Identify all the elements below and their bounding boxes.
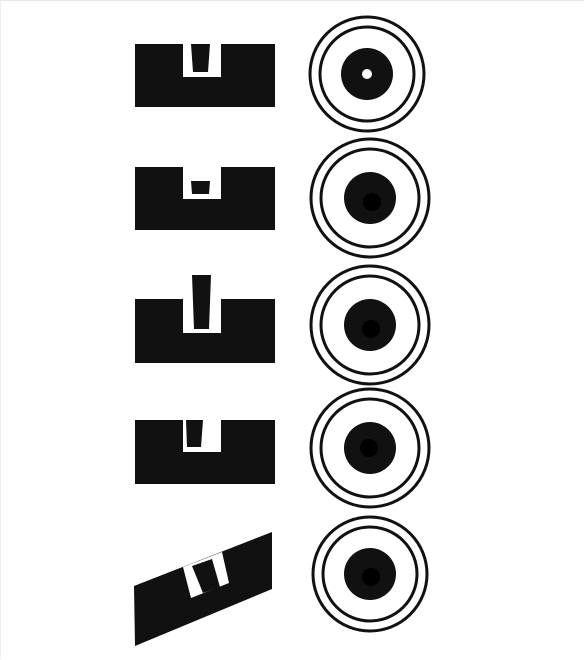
sight-picture-4 [135, 420, 275, 484]
front-sight-post-3 [192, 275, 211, 329]
target-3 [311, 266, 429, 384]
sight-picture-2 [135, 167, 275, 230]
target-2 [311, 139, 429, 257]
target-4 [311, 389, 429, 507]
impact-point-2 [363, 193, 381, 211]
front-sight-post-1 [191, 44, 210, 72]
impact-point-3 [362, 320, 380, 338]
target-1 [310, 17, 424, 131]
impact-point-5 [362, 568, 380, 586]
impact-point-1 [362, 69, 372, 79]
front-sight-post-2 [191, 181, 210, 194]
front-sight-post-4 [186, 420, 203, 447]
sight-picture-5 [134, 532, 272, 646]
target-5 [313, 517, 427, 631]
sight-picture-1 [135, 44, 275, 107]
sight-picture-3 [135, 273, 275, 363]
impact-point-4 [360, 439, 378, 457]
